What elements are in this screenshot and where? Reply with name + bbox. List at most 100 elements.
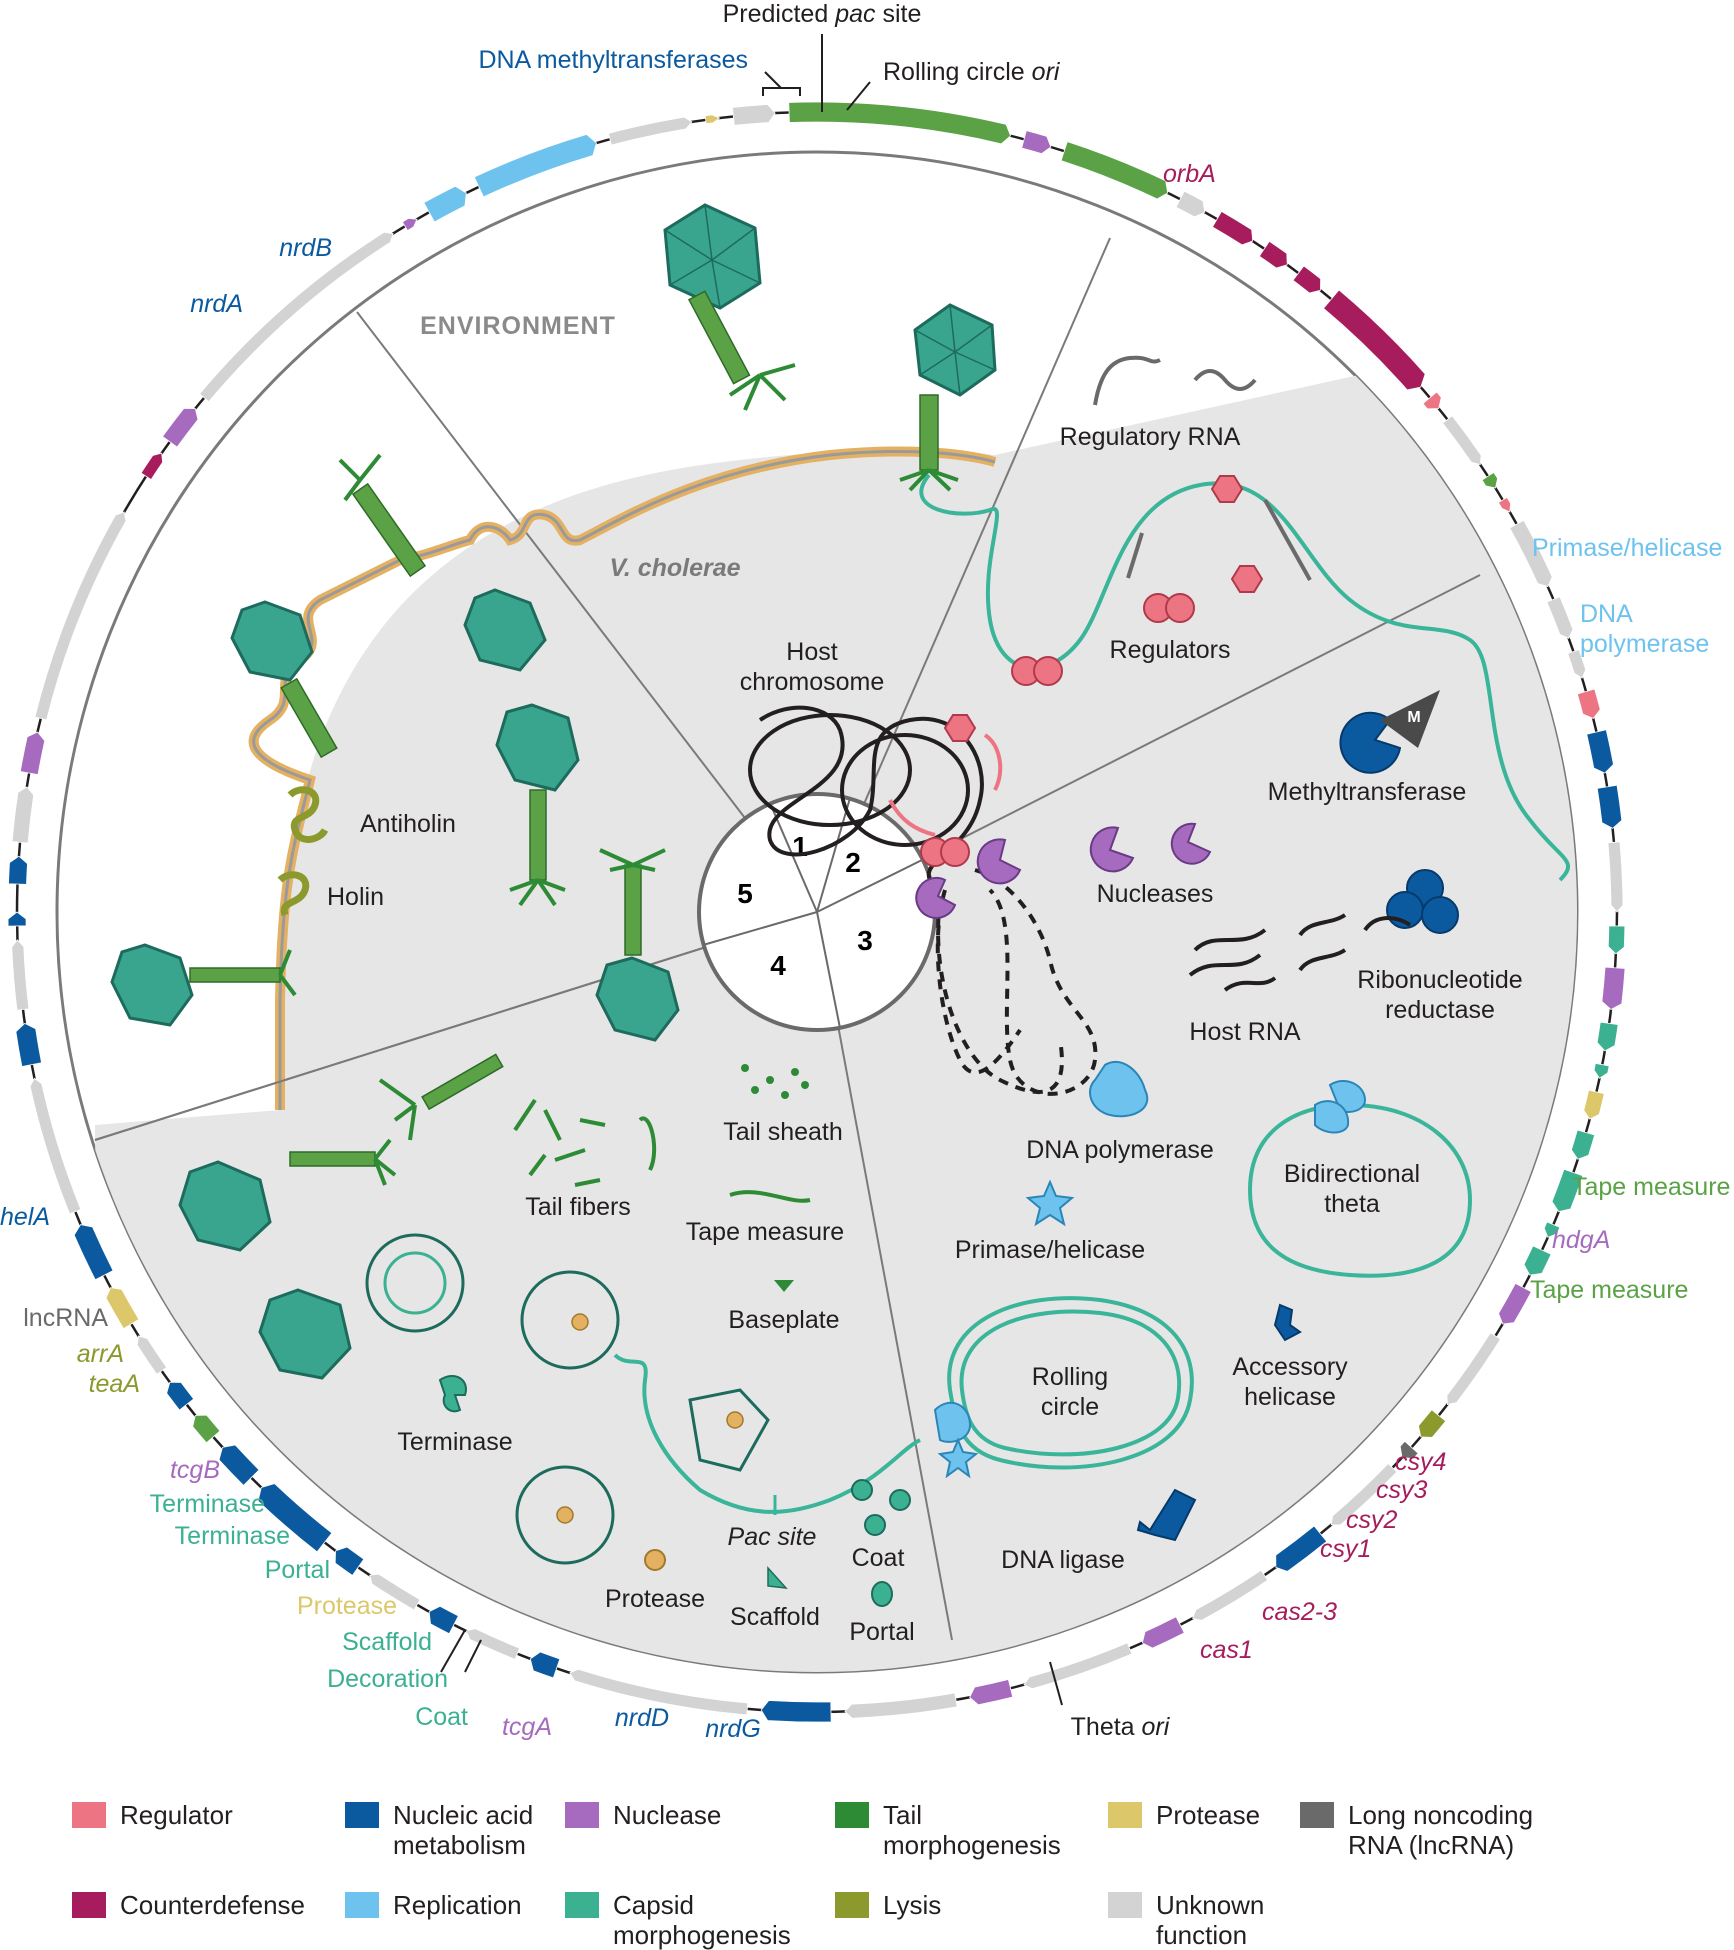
tail-fibers-label: Tail fibers [525, 1193, 631, 1221]
scaffold-label: Scaffold [730, 1603, 820, 1631]
gene-nucleic [257, 1483, 333, 1553]
gene-counterdefense [1258, 240, 1288, 269]
legend-label: Nuclease [613, 1800, 722, 1830]
rolling-circle-label-text-line-2: circle [1041, 1393, 1099, 1421]
theta-replication-dna [1247, 1102, 1473, 1278]
protease-label: Protease [605, 1585, 705, 1613]
dna-polymerase-protein [1089, 1060, 1149, 1118]
gene-nuclease [161, 407, 199, 448]
csy4-gene-label: csy4 [1395, 1448, 1446, 1476]
hdgA-gene-label: hdgA [1552, 1226, 1610, 1254]
sector-number-4: 4 [770, 950, 786, 981]
tape-measure-gene-label-1: Tape measure [1572, 1173, 1730, 1201]
gene-nuclease [1141, 1616, 1185, 1649]
diagram-canvas: 1 2 3 4 5 ENVIRONMENT V. cholerae Regula… [0, 0, 1730, 1743]
legend-swatch [1300, 1802, 1334, 1828]
gene-nucleic [1586, 729, 1614, 774]
legend-item: Replication [345, 1890, 522, 1920]
scaffold-gene-label: Scaffold [342, 1628, 432, 1656]
gene-unknown [1192, 1569, 1269, 1621]
arrA-gene-label: arrA [77, 1340, 124, 1368]
rolling-circle-dna-inner [959, 1309, 1182, 1457]
cas2-3-gene-label: cas2-3 [1262, 1598, 1337, 1626]
tail-sheath-label: Tail sheath [723, 1118, 843, 1146]
gene-unknown [1446, 1332, 1502, 1406]
gene-counterdefense [1211, 210, 1254, 246]
regulators-bound [920, 714, 977, 867]
gene-unknown [844, 1692, 958, 1719]
gene-unknown [29, 1077, 82, 1215]
gene-unknown [569, 1668, 749, 1716]
gene-nuclease [401, 217, 418, 232]
gene-regulator [1576, 688, 1601, 719]
gene-nuclease [1498, 1282, 1532, 1325]
baseplate-label: Baseplate [728, 1306, 839, 1334]
gene-unknown [1567, 649, 1587, 679]
rolling-circle-label-text: Rolling [1032, 1363, 1108, 1391]
terminase-gene-label-1: Terminase [150, 1490, 265, 1518]
gene-nucleic [15, 1022, 42, 1068]
phage-progeny [110, 943, 297, 1027]
phage-attached-top [899, 303, 997, 492]
accessory-helicase-protein [1273, 1303, 1302, 1342]
gene-lncrna [1399, 1440, 1419, 1459]
gene-nucleic [529, 1651, 561, 1679]
sector-divider [356, 311, 818, 913]
orbA-label: orbA [1163, 160, 1216, 188]
portal-protein [871, 1581, 893, 1607]
gene-regulator [1497, 496, 1512, 513]
dna-methyltransferases-label: DNA methyltransferases [478, 46, 748, 74]
phage-free [663, 203, 796, 411]
legend-label: Nucleic acid metabolism [393, 1800, 534, 1860]
gene-nucleic [1596, 784, 1623, 829]
sector-number-1: 1 [792, 831, 808, 862]
packaging-dna [613, 1353, 921, 1514]
gene-nucleic [760, 1700, 832, 1723]
baseplate-protein [774, 1280, 794, 1292]
legend-swatch [72, 1802, 106, 1828]
procapsid-3 [515, 1465, 615, 1565]
theta-ori-label: Theta ori [1071, 1713, 1171, 1741]
procapsid-1 [365, 1233, 465, 1333]
legend-item: Nucleic acid metabolism [345, 1800, 533, 1860]
gene-capsid [1570, 1129, 1596, 1160]
holin-protein [277, 871, 310, 917]
bidirectional-theta-label-text: Bidirectional [1284, 1160, 1420, 1188]
gene-unknown [1330, 1462, 1398, 1526]
rolling-circle-replisome [933, 1401, 979, 1479]
gene-nucleic [73, 1224, 114, 1281]
gene-counterdefense [1292, 265, 1322, 294]
gene-nuclease [1601, 966, 1626, 1010]
lncRNA-gene-label: lncRNA [23, 1304, 108, 1332]
gene-nucleic [1275, 1525, 1328, 1572]
gene-unknown [1509, 519, 1553, 588]
legend-item: Nuclease [565, 1800, 721, 1830]
gene-lysis [1418, 1409, 1447, 1438]
tape-measure-gene-label-2: Tape measure [1530, 1276, 1688, 1304]
teaA-gene-label: teaA [89, 1370, 140, 1398]
gene-capsid [1523, 1245, 1552, 1276]
protease-gene-label: Protease [297, 1592, 397, 1620]
gene-regulator [1422, 391, 1442, 410]
tail-fibers-parts [513, 1098, 657, 1187]
gene-unknown [369, 1573, 421, 1611]
tcgB-gene-label: tcgB [170, 1456, 220, 1484]
dna-ligase-protein [1136, 1488, 1197, 1542]
phage-progeny [595, 848, 680, 1042]
csy3-gene-label: csy3 [1376, 1476, 1428, 1504]
gene-tail [192, 1414, 221, 1444]
procapsid-2 [520, 1270, 620, 1370]
terminase-label: Terminase [397, 1428, 512, 1456]
methyl-group-label: M [1407, 709, 1420, 726]
gene-protease [704, 114, 721, 125]
helA-gene-label: helA [0, 1203, 50, 1231]
antiholin-protein [287, 786, 329, 843]
coat-label: Coat [852, 1544, 905, 1572]
gene-unknown [11, 786, 35, 844]
gene-protease [1583, 1089, 1605, 1120]
gene-counterdefense [140, 452, 164, 481]
nucleases-label: Nucleases [1097, 880, 1214, 908]
